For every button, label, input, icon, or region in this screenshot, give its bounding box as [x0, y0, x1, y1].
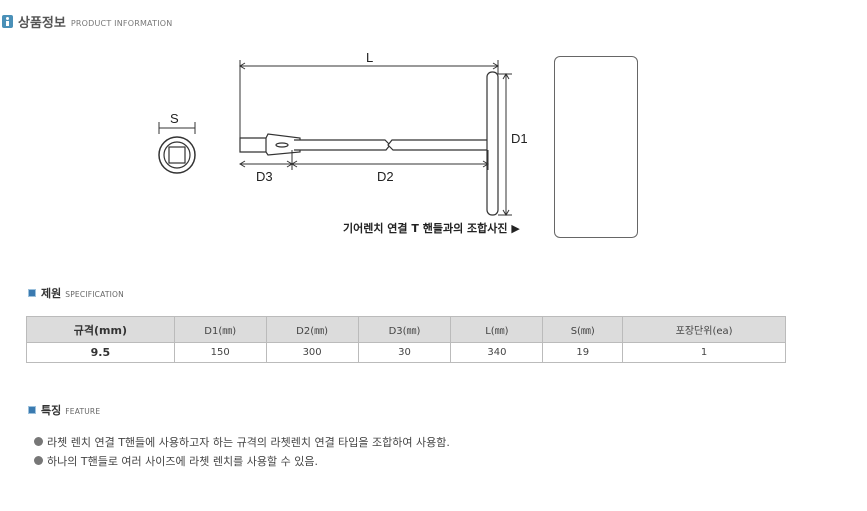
- bullet-square-icon: [28, 289, 36, 297]
- spec-cell: 30: [357, 342, 452, 363]
- dimension-label-d1: D1: [511, 131, 528, 146]
- dimension-label-s: S: [170, 111, 179, 126]
- t-handle-crossbar: [486, 71, 499, 216]
- dimension-label-d3: D3: [256, 169, 273, 184]
- list-item: 라쳇 렌치 연결 T핸들에 사용하고자 하는 규격의 라쳇렌치 연결 타입을 조…: [34, 432, 450, 451]
- bullet-dot-icon: [34, 437, 43, 446]
- spec-cell: 150: [173, 342, 267, 363]
- table-row: 9.5 150 300 30 340 19 1: [26, 342, 786, 363]
- spec-cell: 340: [450, 342, 544, 363]
- spec-cell: 300: [265, 342, 359, 363]
- feature-list: 라쳇 렌치 연결 T핸들에 사용하고자 하는 규격의 라쳇렌치 연결 타입을 조…: [34, 432, 450, 470]
- spec-header-cell: D3(㎜): [357, 316, 452, 343]
- dimension-label-d2: D2: [377, 169, 394, 184]
- combination-photo-frame: [554, 56, 638, 238]
- list-item: 하나의 T핸들로 여러 사이즈에 라쳇 렌치를 사용할 수 있음.: [34, 451, 450, 470]
- product-info-subtitle: PRODUCT INFORMATION: [70, 18, 173, 28]
- combination-photo-caption: 기어렌치 연결 T 핸들과의 조합사진 ▶: [343, 222, 520, 235]
- feature-subtitle: FEATURE: [65, 406, 101, 416]
- spec-header-cell: 포장단위(ea): [622, 316, 786, 343]
- spec-cell: 9.5: [26, 342, 175, 363]
- feature-title: 특징: [41, 404, 62, 417]
- feature-text: 하나의 T핸들로 여러 사이즈에 라쳇 렌치를 사용할 수 있음.: [47, 454, 318, 468]
- spec-title: 제원: [41, 287, 62, 300]
- spec-header-cell: D1(㎜): [173, 316, 267, 343]
- feature-section-header: 특징 FEATURE: [28, 402, 100, 418]
- spec-header-row: 규격(mm) D1(㎜) D2(㎜) D3(㎜) L(㎜) S(㎜) 포장단위(…: [26, 316, 786, 343]
- feature-text: 라쳇 렌치 연결 T핸들에 사용하고자 하는 규격의 라쳇렌치 연결 타입을 조…: [47, 435, 450, 449]
- spec-subtitle: SPECIFICATION: [65, 289, 124, 299]
- t-handle-shaft: [239, 133, 489, 156]
- info-icon: [2, 15, 13, 28]
- product-info-header: 상품정보 PRODUCT INFORMATION: [2, 12, 172, 31]
- spec-cell: 1: [622, 342, 786, 363]
- product-info-title: 상품정보: [18, 16, 66, 31]
- bullet-square-icon: [28, 406, 36, 414]
- dimension-label-l: L: [366, 50, 373, 65]
- bullet-dot-icon: [34, 456, 43, 465]
- spec-header-cell: D2(㎜): [265, 316, 359, 343]
- spec-header-cell: S(㎜): [542, 316, 624, 343]
- spec-section-header: 제원 SPECIFICATION: [28, 285, 124, 301]
- spec-header-cell: L(㎜): [450, 316, 544, 343]
- spec-header-cell: 규격(mm): [26, 316, 175, 343]
- spec-table: 규격(mm) D1(㎜) D2(㎜) D3(㎜) L(㎜) S(㎜) 포장단위(…: [26, 316, 786, 363]
- spec-cell: 19: [542, 342, 624, 363]
- socket-end-view: [158, 122, 196, 174]
